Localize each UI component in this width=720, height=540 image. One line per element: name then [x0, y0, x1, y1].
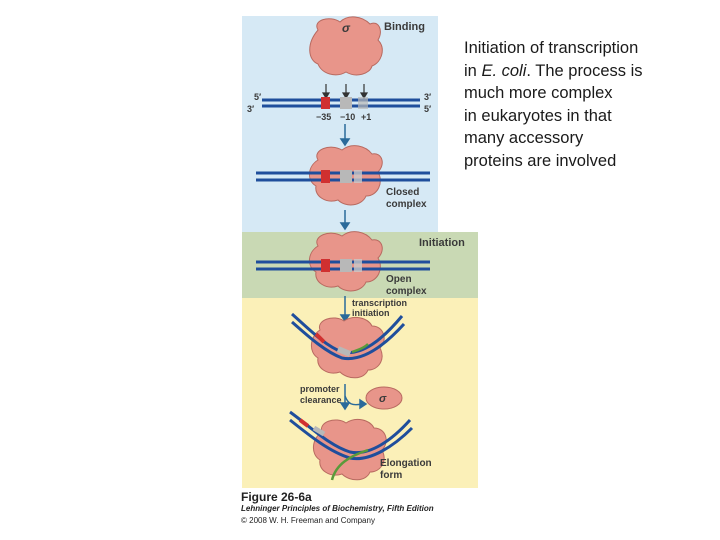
polymerase-binding [309, 16, 383, 76]
dna-elongation [289, 410, 414, 481]
elongation-form-label-1: Elongation [380, 458, 432, 469]
dna-open [256, 259, 430, 272]
elongation-form-label-2: form [380, 470, 402, 481]
position-minus10: −10 [340, 112, 355, 122]
open-complex-label-1: Open [386, 274, 412, 285]
dna-binding [262, 97, 420, 109]
open-complex-label-2: complex [386, 286, 427, 297]
transcription-initiation-label-2: initiation [352, 308, 390, 318]
description-line-2-suffix: . The process is [526, 61, 643, 80]
position-minus35: −35 [316, 112, 331, 122]
sigma-label-binding: σ [342, 21, 351, 35]
description-line-5: many accessory [464, 129, 584, 147]
polymerase-elongation [313, 418, 387, 481]
transcription-initiation-label-1: transcription [352, 298, 407, 308]
slide-description: Initiation of transcription in E. coli. … [464, 37, 704, 172]
figure-number: Figure 26-6a [241, 490, 312, 504]
arrow-down-3 [339, 296, 351, 323]
promoter-clearance-label-1: promoter [300, 384, 340, 394]
description-line-6: proteins are involved [464, 151, 617, 170]
description-line-4: in eukaryotes in that [464, 106, 612, 125]
closed-complex-label-2: complex [386, 199, 427, 210]
description-organism: E. coli [481, 61, 527, 80]
dna-end-5-top-left: 5′ [254, 92, 261, 102]
released-sigma [365, 386, 403, 410]
sigma-label-released: σ [379, 393, 387, 405]
polymerase-initiation [311, 316, 385, 379]
position-plus1: +1 [361, 112, 371, 122]
description-line-2-prefix: in [464, 61, 482, 80]
initiation-label: Initiation [419, 237, 465, 249]
dna-closed [256, 170, 430, 183]
figure-book-credit: Lehninger Principles of Biochemistry, Fi… [241, 504, 434, 513]
description-line-1: Initiation of transcription [464, 39, 639, 57]
binding-arrows [321, 84, 369, 100]
description-line-2: in E. coli. The process is [464, 60, 704, 83]
figure-copyright: © 2008 W. H. Freeman and Company [241, 516, 375, 525]
dna-initiation [290, 312, 406, 361]
promoter-clearance-label-2: clearance [300, 395, 342, 405]
arrow-down-2 [339, 210, 351, 231]
description-line-3: much more complex [464, 84, 613, 102]
binding-label: Binding [384, 21, 425, 33]
dna-end-3-bottom-left: 3′ [247, 104, 254, 114]
dna-end-5-bottom-right: 5′ [424, 104, 431, 114]
dna-end-3-top-right: 3′ [424, 92, 431, 102]
arrow-down-1 [339, 124, 351, 147]
closed-complex-label-1: Closed [386, 187, 419, 198]
arrow-down-4 [339, 384, 368, 411]
